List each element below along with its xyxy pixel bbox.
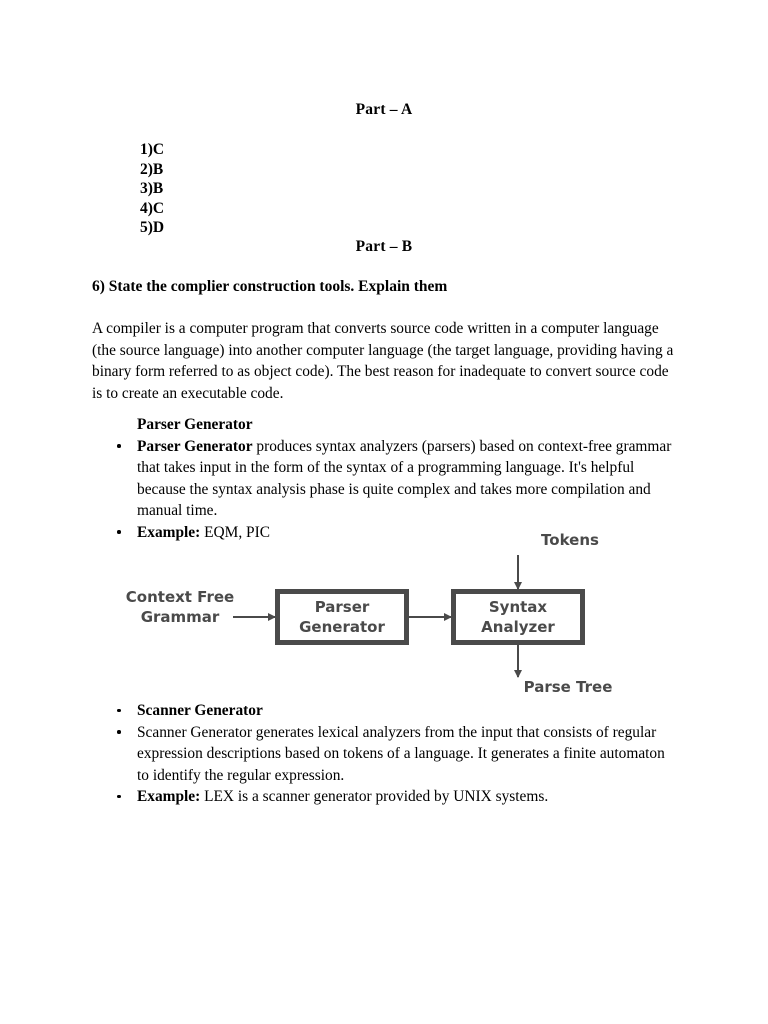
list-item-text: produces syntax analyzers (parsers) base… xyxy=(137,437,672,520)
diagram-label-parse-tree: Parse Tree xyxy=(523,678,613,696)
answer-list: 1)C 2)B 3)B 4)C 5)D xyxy=(140,140,164,238)
bullet-dot-icon xyxy=(117,708,121,713)
diagram-box-syntax-analyzer: Syntax Analyzer xyxy=(451,589,585,645)
question-heading: 6) State the complier construction tools… xyxy=(92,278,448,295)
arrow-right-icon xyxy=(409,612,452,621)
scanner-generator-section: Scanner Generator Scanner Generator gene… xyxy=(114,700,680,808)
answer-item-1: 1)C xyxy=(140,141,165,158)
bullet-dot-icon xyxy=(117,444,121,448)
list-item-text: LEX is a scanner generator provided by U… xyxy=(200,788,549,805)
part-a-heading: Part – A xyxy=(355,101,413,118)
list-item-lead: Example: xyxy=(137,523,201,541)
list-item-lead: Parser Generator xyxy=(137,437,253,455)
list-item: Example: LEX is a scanner generator prov… xyxy=(114,786,680,808)
answer-item-5: 5)D xyxy=(140,219,165,237)
list-item-text: EQM, PIC xyxy=(200,523,270,541)
answer-item-3: 3)B xyxy=(140,180,164,198)
list-item-text: Scanner Generator generates lexical anal… xyxy=(137,723,665,784)
arrow-right-icon xyxy=(233,612,276,621)
arrow-down-icon xyxy=(513,645,522,678)
answer-item-4: 4)C xyxy=(140,199,165,217)
diagram-label-context-free-grammar: Context Free Grammar xyxy=(125,588,235,626)
diagram-box-parser-generator-label: Parser Generator xyxy=(299,598,385,636)
parser-generator-diagram: Context Free Grammar Tokens Parse Tree P… xyxy=(105,525,665,705)
diagram-box-parser-generator: Parser Generator xyxy=(275,589,409,645)
diagram-label-tokens: Tokens xyxy=(541,531,599,549)
parser-generator-section: Parser Generator Parser Generator produc… xyxy=(114,414,680,543)
part-b-heading: Part – B xyxy=(355,238,413,255)
list-item-lead: Scanner Generator xyxy=(137,702,263,719)
list-item: Parser Generator produces syntax analyze… xyxy=(114,436,680,522)
intro-paragraph: A compiler is a computer program that co… xyxy=(92,320,674,402)
answer-item-2: 2)B xyxy=(140,160,164,178)
diagram-box-syntax-analyzer-label: Syntax Analyzer xyxy=(481,598,555,636)
bullet-dot-icon xyxy=(117,730,121,734)
arrow-down-icon xyxy=(513,555,522,590)
bullet-dot-icon xyxy=(117,794,121,799)
list-item: Scanner Generator generates lexical anal… xyxy=(114,722,680,787)
parser-generator-subheading: Parser Generator xyxy=(137,416,253,433)
bullet-dot-icon xyxy=(117,530,121,534)
list-item-lead: Example: xyxy=(137,788,201,805)
list-item: Scanner Generator xyxy=(114,700,680,722)
list-item: Example: EQM, PIC xyxy=(114,522,680,544)
